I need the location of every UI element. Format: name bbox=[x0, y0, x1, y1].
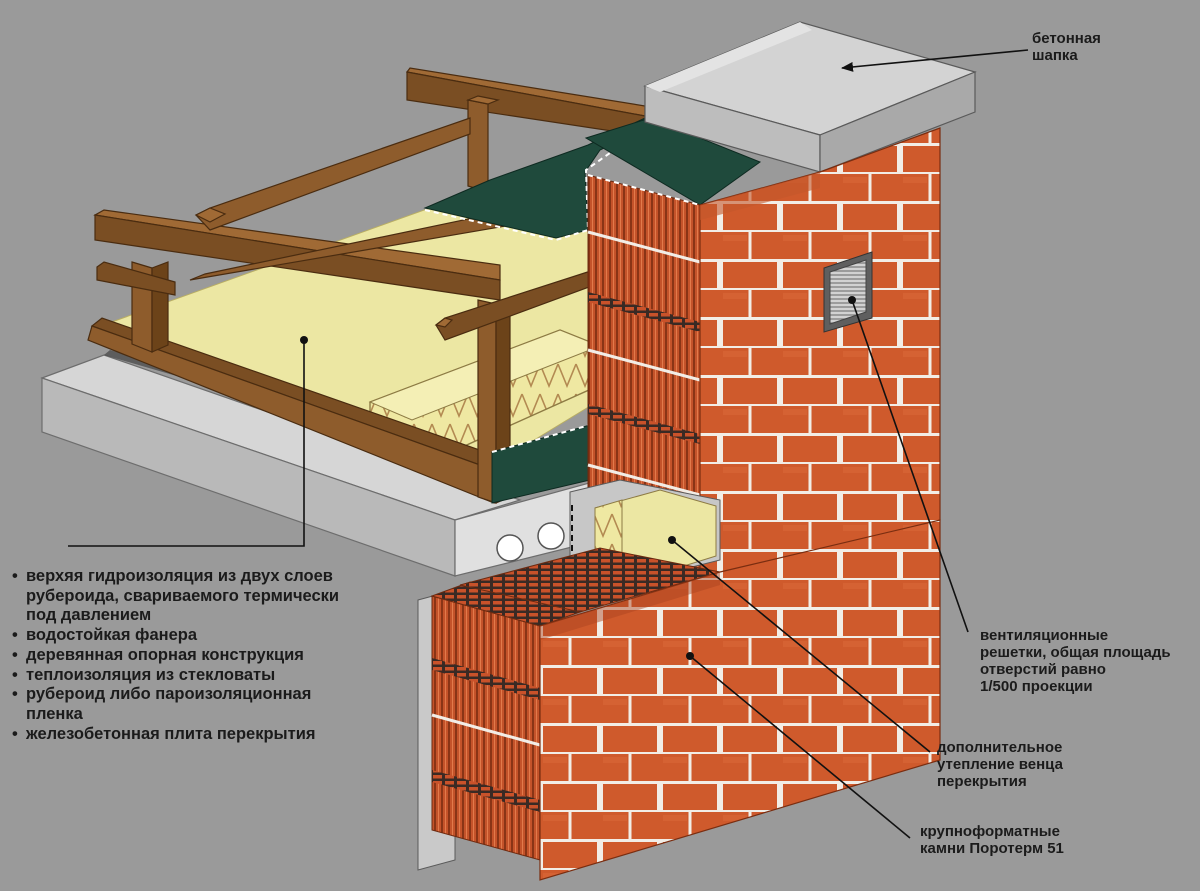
leader-extra-dot bbox=[668, 536, 676, 544]
legend-item-line: железобетонная плита перекрытия bbox=[26, 724, 316, 743]
roof-layers-legend: верхяя гидроизоляция из двух слоев рубер… bbox=[12, 567, 339, 744]
leader-porotherm bbox=[689, 655, 911, 839]
legend-item-glass-wool: теплоизоляция из стекловаты bbox=[12, 666, 339, 686]
leader-extra-insulation bbox=[671, 539, 931, 753]
leader-legend bbox=[68, 340, 305, 547]
legend-item-line: пленка bbox=[26, 704, 83, 723]
legend-item-plywood: водостойкая фанера bbox=[12, 626, 339, 646]
waterproofing-membrane bbox=[423, 117, 762, 504]
extra-insulation-label: дополнительное утепление венца перекрыти… bbox=[937, 739, 1063, 790]
legend-item-wooden-structure: деревянная опорная конструкция bbox=[12, 646, 339, 666]
extra-insulation-label-line: утепление венца bbox=[937, 756, 1063, 773]
legend-item-floor-slab: железобетонная плита перекрытия bbox=[12, 725, 339, 745]
ventilation-grille bbox=[823, 251, 873, 333]
extra-insulation-label-line: перекрытия bbox=[937, 773, 1027, 790]
vent-grilles-label: вентиляционные решетки, общая площадь от… bbox=[980, 627, 1171, 695]
legend-item-line: теплоизоляция из стекловаты bbox=[26, 665, 276, 684]
extra-insulation-label-line: дополнительное bbox=[937, 739, 1063, 756]
leader-concrete-cap bbox=[841, 49, 1029, 72]
wooden-support-frame bbox=[87, 67, 646, 504]
legend-item-line: водостойкая фанера bbox=[26, 626, 198, 645]
vent-grilles-label-line: решетки, общая площадь bbox=[980, 644, 1171, 661]
porotherm-stones-label-line: камни Поротерм 51 bbox=[920, 840, 1064, 857]
legend-item-line: рубероида, свариваемого термически bbox=[26, 586, 340, 605]
legend-item-line: под давлением bbox=[26, 606, 152, 625]
vent-grilles-label-line: вентиляционные bbox=[980, 627, 1109, 644]
legend-item-waterproofing: верхяя гидроизоляция из двух слоев рубер… bbox=[12, 567, 339, 626]
porotherm-stones-label-line: крупноформатные bbox=[920, 823, 1060, 840]
legend-item-line: деревянная опорная конструкция bbox=[26, 645, 304, 664]
leader-legend-dot bbox=[300, 336, 308, 344]
vent-grilles-label-line: 1/500 проекции bbox=[980, 678, 1093, 695]
wall-front-shade bbox=[540, 572, 720, 640]
legend-item-line: рубероид либо пароизоляционная bbox=[26, 685, 312, 704]
leader-porotherm-dot bbox=[686, 652, 694, 660]
leader-vent-grilles bbox=[851, 299, 969, 633]
concrete-cap-label-line: бетонная bbox=[1032, 30, 1101, 47]
legend-item-vapour-barrier: рубероид либо пароизоляционная пленка bbox=[12, 685, 339, 724]
porotherm-stones-label: крупноформатные камни Поротерм 51 bbox=[920, 823, 1064, 857]
leader-vent-dot bbox=[848, 296, 856, 304]
concrete-cap bbox=[643, 21, 977, 173]
concrete-cap-label: бетонная шапка bbox=[1032, 30, 1101, 64]
wall-front-brickwork bbox=[539, 519, 941, 881]
floor-slab bbox=[40, 354, 601, 577]
legend-item-line: верхяя гидроизоляция из двух слоев bbox=[26, 567, 333, 585]
concrete-cap-label-line: шапка bbox=[1032, 47, 1078, 64]
leader-lines bbox=[68, 49, 1029, 839]
vent-grilles-label-line: отверстий равно bbox=[980, 661, 1106, 678]
